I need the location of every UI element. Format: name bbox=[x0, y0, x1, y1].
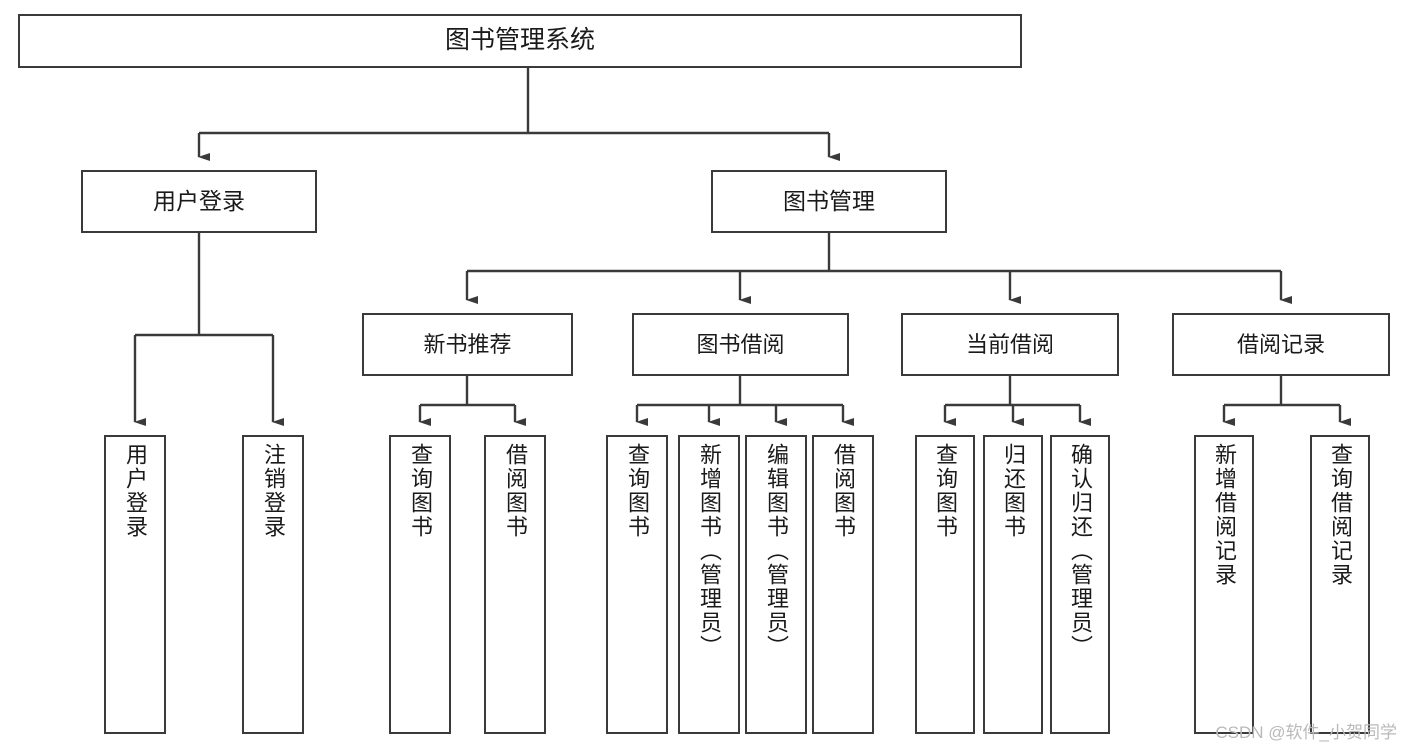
node-leaf-7-label: 借阅图书 bbox=[831, 443, 856, 539]
node-leaf-10-label: 确认归还（管理员） bbox=[1068, 443, 1093, 659]
node-level2-0-label: 用户登录 bbox=[153, 187, 245, 214]
node-root-system[interactable]: 图书管理系统 bbox=[18, 14, 1022, 68]
node-leaf-4-label: 查询图书 bbox=[625, 443, 650, 539]
node-leaf-1[interactable]: 注销登录 bbox=[242, 435, 304, 734]
node-level3-2-label: 当前借阅 bbox=[965, 331, 1054, 357]
node-leaf-6-label: 编辑图书（管理员） bbox=[764, 443, 789, 659]
node-leaf-10[interactable]: 确认归还（管理员） bbox=[1050, 435, 1110, 734]
node-level3-1[interactable]: 图书借阅 bbox=[632, 313, 849, 376]
node-leaf-1-label: 注销登录 bbox=[261, 443, 286, 539]
node-level3-1-label: 图书借阅 bbox=[696, 331, 785, 357]
node-leaf-12[interactable]: 查询借阅记录 bbox=[1310, 435, 1370, 734]
node-level3-3[interactable]: 借阅记录 bbox=[1172, 313, 1390, 376]
node-root-system-label: 图书管理系统 bbox=[444, 26, 595, 55]
node-leaf-2-label: 查询图书 bbox=[408, 443, 433, 539]
node-leaf-8-label: 查询图书 bbox=[933, 443, 958, 539]
node-level3-0[interactable]: 新书推荐 bbox=[362, 313, 573, 376]
node-level2-1-label: 图书管理 bbox=[783, 187, 875, 214]
node-level2-0[interactable]: 用户登录 bbox=[81, 170, 317, 233]
node-leaf-3-label: 借阅图书 bbox=[503, 443, 528, 539]
node-leaf-7[interactable]: 借阅图书 bbox=[812, 435, 874, 734]
node-level3-3-label: 借阅记录 bbox=[1236, 331, 1325, 357]
node-leaf-9[interactable]: 归还图书 bbox=[983, 435, 1043, 734]
node-leaf-2[interactable]: 查询图书 bbox=[389, 435, 451, 734]
node-leaf-11-label: 新增借阅记录 bbox=[1212, 443, 1237, 587]
edges-group bbox=[133, 68, 1351, 426]
node-leaf-3[interactable]: 借阅图书 bbox=[484, 435, 546, 734]
node-leaf-5[interactable]: 新增图书（管理员） bbox=[678, 435, 740, 734]
node-leaf-0-label: 用户登录 bbox=[123, 443, 148, 539]
node-leaf-9-label: 归还图书 bbox=[1001, 443, 1026, 539]
node-level3-0-label: 新书推荐 bbox=[423, 331, 512, 357]
node-leaf-8[interactable]: 查询图书 bbox=[915, 435, 975, 734]
node-leaf-11[interactable]: 新增借阅记录 bbox=[1194, 435, 1254, 734]
node-leaf-12-label: 查询借阅记录 bbox=[1328, 443, 1353, 587]
node-level3-2[interactable]: 当前借阅 bbox=[901, 313, 1119, 376]
node-leaf-6[interactable]: 编辑图书（管理员） bbox=[745, 435, 807, 734]
node-leaf-0[interactable]: 用户登录 bbox=[104, 435, 166, 734]
node-leaf-5-label: 新增图书（管理员） bbox=[697, 443, 722, 659]
node-level2-1[interactable]: 图书管理 bbox=[711, 170, 947, 233]
node-leaf-4[interactable]: 查询图书 bbox=[606, 435, 668, 734]
